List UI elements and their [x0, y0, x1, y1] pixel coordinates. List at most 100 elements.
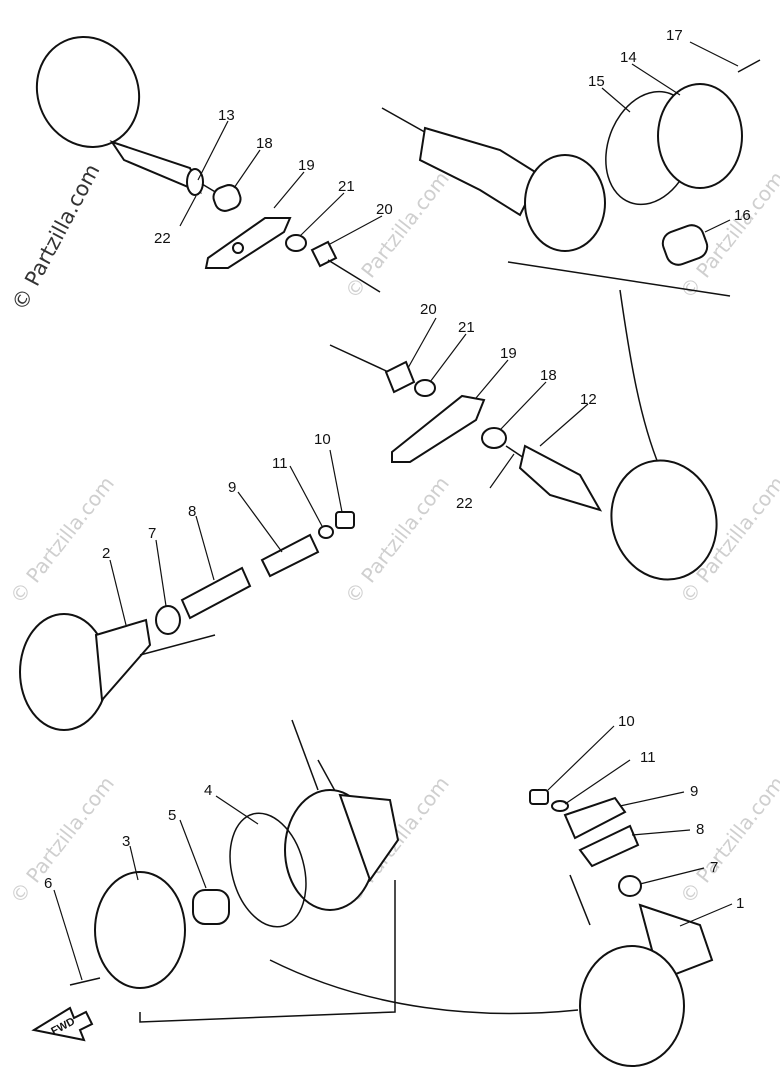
washer-21-left: [285, 234, 307, 252]
callout-4: 4: [204, 782, 212, 799]
wire-right: [569, 874, 591, 926]
leader-9b: [619, 791, 685, 807]
leader-8a: [195, 515, 215, 581]
callout-labels: 13 18 19 21 20 22 17 14 15 16 20 21 19 1…: [44, 27, 751, 912]
leader-11b: [564, 759, 631, 805]
callout-3: 3: [122, 833, 130, 850]
gasket-4: [229, 812, 307, 928]
leader-13: [197, 120, 229, 181]
bracket-9-left: [260, 533, 320, 578]
bulb-16: [661, 224, 709, 266]
callout-8: 8: [696, 821, 704, 838]
callout-12: 12: [580, 391, 597, 408]
spacer-7-right: [618, 875, 642, 897]
front-flasher-center-assembly: [69, 719, 579, 1023]
lens-1: [579, 945, 685, 1067]
lens-14: [657, 83, 743, 189]
lens-housing-mid: [610, 459, 718, 581]
leader-lines: [53, 41, 739, 981]
leader-1: [679, 903, 733, 927]
callout-11: 11: [640, 749, 656, 766]
watermark-repeat: © Partzilla.com: [340, 472, 454, 608]
leader-15: [601, 87, 631, 113]
rear-flasher-right-assembly: [381, 59, 761, 469]
leader-6: [53, 889, 83, 981]
callout-8: 8: [188, 503, 196, 520]
nut-20-left: [310, 240, 338, 268]
callout-7: 7: [148, 525, 156, 542]
callout-7: 7: [710, 859, 718, 876]
stem-collar-left: [186, 168, 204, 196]
callout-19: 19: [298, 157, 315, 174]
wire-center-a: [291, 719, 319, 791]
callout-13: 13: [218, 107, 235, 124]
callout-17: 17: [666, 27, 683, 44]
leader-17: [689, 41, 739, 67]
bulb-5: [192, 889, 230, 925]
rear-flasher-left-assembly: [35, 36, 381, 293]
callout-19: 19: [500, 345, 517, 362]
assembly-arrow-path: [619, 289, 661, 469]
stay-plate-19-mid: [391, 394, 486, 463]
stay-plate-19-left: [204, 217, 292, 269]
flasher-stem-right: [418, 126, 542, 217]
leader-16: [704, 219, 731, 233]
leader-5: [179, 819, 207, 889]
watermark-repeat: © Partzilla.com: [5, 772, 119, 908]
bracket-8-right: [578, 824, 640, 868]
callout-22: 22: [154, 230, 171, 247]
leader-9a: [237, 491, 283, 553]
leader-20b: [407, 317, 437, 369]
forward-direction-arrow: FWD: [31, 1006, 94, 1042]
wire-2: [139, 634, 216, 656]
screw-17: [737, 59, 761, 73]
lens-2-housing: [19, 613, 109, 731]
lens-housing-left: [35, 36, 141, 148]
mount-bolt-mid: [505, 445, 525, 459]
housing-stem-center: [338, 793, 400, 883]
leader-22a: [179, 195, 197, 227]
leader-19b: [475, 359, 509, 399]
wire-left: [327, 259, 381, 293]
flasher-body-2: [94, 618, 152, 703]
spacer-18-left: [212, 184, 242, 212]
stay-plate-hole-left: [232, 242, 244, 254]
leader-3: [129, 845, 139, 881]
leader-14: [631, 63, 681, 96]
callout-9: 9: [228, 479, 236, 496]
callout-9: 9: [690, 783, 698, 800]
callout-22: 22: [456, 495, 473, 512]
leader-22b: [489, 453, 515, 489]
watermark-repeat: © Partzilla.com: [340, 167, 454, 303]
nut-20-mid: [384, 360, 416, 394]
flasher-body-right: [524, 154, 606, 252]
spacer-7-left: [155, 605, 181, 635]
assembly-arrow-bottom: [269, 959, 579, 1015]
flasher-stem-mid: [518, 444, 603, 512]
leader-19a: [273, 171, 305, 209]
wire-connector-right: [381, 107, 431, 136]
washer-21-mid: [414, 379, 436, 397]
washer-11-right: [551, 800, 569, 812]
callout-1: 1: [736, 895, 744, 912]
watermark-main: © Partzilla.com: [7, 160, 104, 314]
leader-2: [109, 559, 127, 626]
callout-10: 10: [618, 713, 635, 730]
watermark-repeat: © Partzilla.com: [5, 472, 119, 608]
callout-16: 16: [734, 207, 751, 224]
leader-10b: [547, 725, 615, 791]
bracket-line-center: [139, 880, 396, 1023]
callout-6: 6: [44, 875, 52, 892]
lens-3: [94, 871, 186, 989]
leader-18b: [499, 381, 547, 431]
screw-6: [69, 977, 101, 986]
leader-4: [215, 795, 259, 825]
bolt-10-right: [529, 789, 549, 805]
callout-2: 2: [102, 545, 110, 562]
leader-8b: [631, 829, 691, 836]
callout-5: 5: [168, 807, 176, 824]
front-flasher-left-assembly: [19, 511, 355, 731]
callout-15: 15: [588, 73, 605, 90]
leader-18a: [233, 149, 261, 189]
